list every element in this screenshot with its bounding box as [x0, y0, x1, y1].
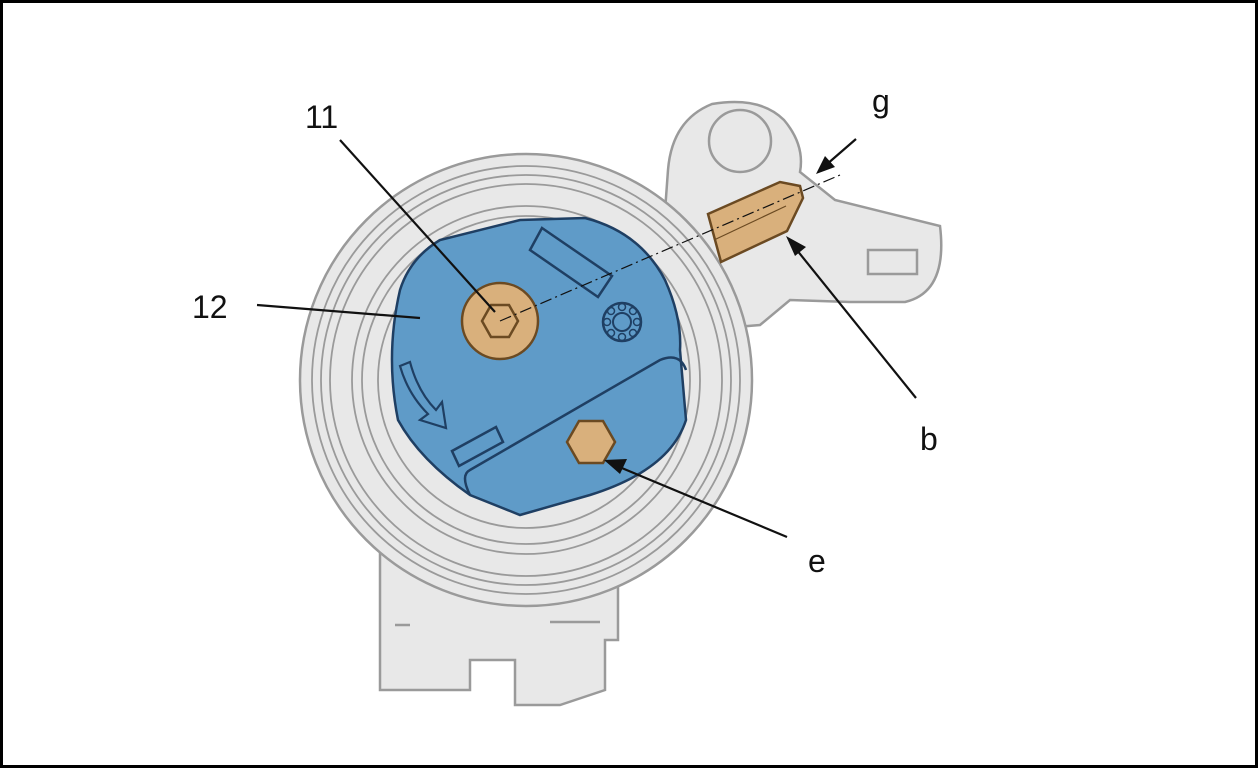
plate-slot	[528, 226, 614, 299]
pointer-pin	[706, 180, 805, 264]
arrowhead-b	[786, 236, 806, 256]
label-12: 12	[192, 289, 228, 325]
arrowhead-e	[604, 459, 627, 474]
label-b: b	[920, 421, 938, 457]
label-e: e	[808, 543, 826, 579]
leader-b	[791, 243, 917, 399]
leader-g	[825, 138, 857, 166]
bracket-slot	[866, 248, 919, 276]
cam-edge	[463, 356, 688, 496]
pulley-ring	[320, 174, 732, 586]
plate-slot	[450, 425, 505, 468]
arrowhead-g	[816, 156, 835, 174]
leader-11	[339, 139, 496, 313]
label-g: g	[872, 83, 890, 119]
rotation-arrow-icon	[398, 360, 448, 430]
bracket-hole	[707, 108, 773, 174]
pin-edge	[713, 205, 787, 241]
leader-e	[616, 464, 788, 539]
pulley-ring	[329, 183, 723, 577]
pulley-ring	[351, 205, 701, 555]
bearing-ring	[612, 312, 632, 332]
reference-line	[499, 174, 841, 322]
leader-12	[256, 303, 421, 320]
label-11: 11	[305, 99, 338, 135]
adjusting-hex	[565, 419, 617, 465]
pulley-ring	[361, 215, 691, 545]
bearing-balls	[602, 302, 642, 342]
pulley-ring	[311, 165, 741, 595]
